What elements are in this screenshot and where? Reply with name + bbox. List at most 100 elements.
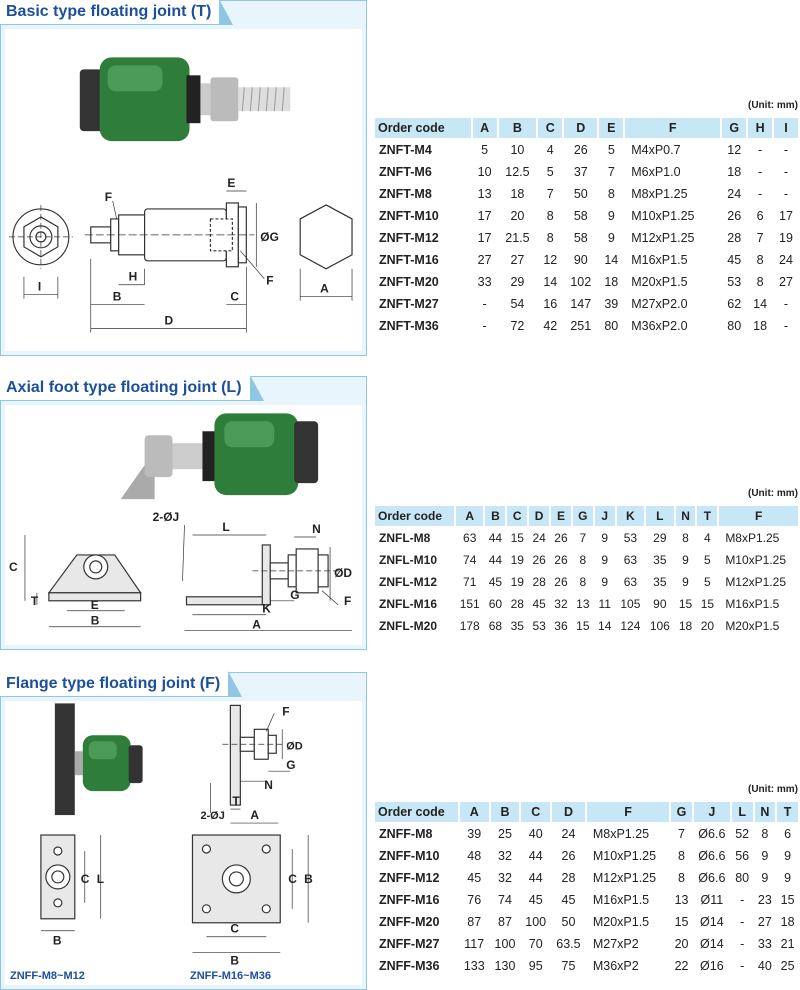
column-header: A [472,118,497,138]
caption-large-flange: ZNFF-M16~M36 [190,970,271,982]
drawing-axial-foot-type: C T E B 2-ØJ L K A N ØD [5,405,362,645]
table-cell: 13 [477,187,492,201]
flange-small-front-view [40,834,76,920]
table-cell: 9 [607,231,615,245]
table-cell: 9 [761,849,769,863]
table-cell: M12xP1.25 [631,231,695,245]
table-cell: 14 [604,253,619,267]
table-cell: 124 [620,619,641,633]
table-cell: 18 [753,319,768,333]
table-cell: - [783,297,789,311]
table-cell: 39 [604,297,619,311]
table-cell: 53 [532,619,546,633]
label-h: H [129,270,138,284]
table-cell: 29 [653,531,667,545]
table-cell: 76 [467,893,482,907]
label-d: D [165,314,174,328]
table-cell: 9 [601,575,609,589]
table-cell: 24 [532,531,546,545]
table-cell: 63 [623,575,638,589]
table-cell: 7 [607,165,615,179]
label-c: C [9,560,18,574]
order-code-cell: ZNFF-M36 [379,959,440,973]
table-cell: 60 [488,597,503,611]
table-cell: 90 [573,253,588,267]
table-cell: 32 [498,849,512,863]
table-cell: 18 [780,915,795,929]
section-basic-type: I [0,0,800,356]
column-header: K [616,506,645,526]
table-cell: 75 [561,959,576,973]
flange-product-photo [54,703,143,816]
table-cell: 12.5 [505,165,530,179]
column-header: G [572,506,593,526]
table-cell: 45 [532,597,546,611]
table-cell: 9 [682,575,689,589]
table-cell: 117 [464,937,485,951]
label-c: C [81,872,90,886]
order-code-cell: ZNFL-M16 [379,597,437,611]
column-header: C [507,506,528,526]
order-code-cell: ZNFT-M36 [379,319,439,333]
table-cell: 12 [727,143,742,157]
column-header: F [625,118,721,138]
table-cell: 15 [510,531,524,545]
column-header: E [599,118,624,138]
table-cell: 7 [756,231,764,245]
table-cell: 8 [546,231,554,245]
unit-flange-type: (Unit: mm) [748,784,798,795]
table-cell: - [740,959,745,973]
table-cell: Ø6.6 [698,827,726,841]
table-cell: 63 [463,531,477,545]
table-cell: 133 [463,959,485,973]
panel-axial-foot-type: C T E B 2-ØJ L K A N ØD [0,376,367,650]
table-cell: 28 [510,597,524,611]
table-cell: - [783,165,789,179]
table-cell: 6 [784,827,792,841]
order-code-cell: ZNFL-M10 [379,553,437,567]
column-header: B [490,802,520,822]
order-code-cell: ZNFF-M20 [379,915,440,929]
order-code-cell: ZNFT-M10 [379,209,439,223]
table-cell: 13 [674,893,689,907]
table-cell: 26 [532,553,546,567]
table-cell: M36xP2 [592,959,639,973]
table-cell: 130 [494,959,516,973]
column-header: C [538,118,563,138]
column-header: I [774,118,798,138]
table-cell: - [482,319,487,333]
table-cell: 40 [757,959,772,973]
label-f2: F [266,274,273,288]
table-cell: 8 [678,871,685,885]
table-cell: 18 [727,165,742,179]
table-cell: M27xP2.0 [631,297,688,311]
table-cell: 22 [674,959,689,973]
table-cell: 87 [467,915,482,929]
table-cell: 11 [598,597,611,611]
table-cell: 24 [727,187,742,201]
table-cell: 20 [674,937,689,951]
table-cell: 26 [561,849,576,863]
table-cell: 5 [546,165,554,179]
table-cell: 45 [488,575,503,589]
table-cell: 17 [477,231,492,245]
label-b2: B [304,872,313,886]
table-cell: 5 [607,143,615,157]
table-cell: 71 [463,575,477,589]
table-cell: 39 [467,827,482,841]
label-f: F [344,594,351,608]
table-cell: 63 [623,553,638,567]
label-t: T [232,794,240,808]
table-cell: 7 [579,531,587,545]
table-cell: 18 [678,619,693,633]
table-cell: 19 [779,231,793,245]
table-cell: 87 [498,915,512,929]
label-i: I [38,280,41,294]
table-cell: 27 [757,915,772,929]
column-header: N [754,802,776,822]
